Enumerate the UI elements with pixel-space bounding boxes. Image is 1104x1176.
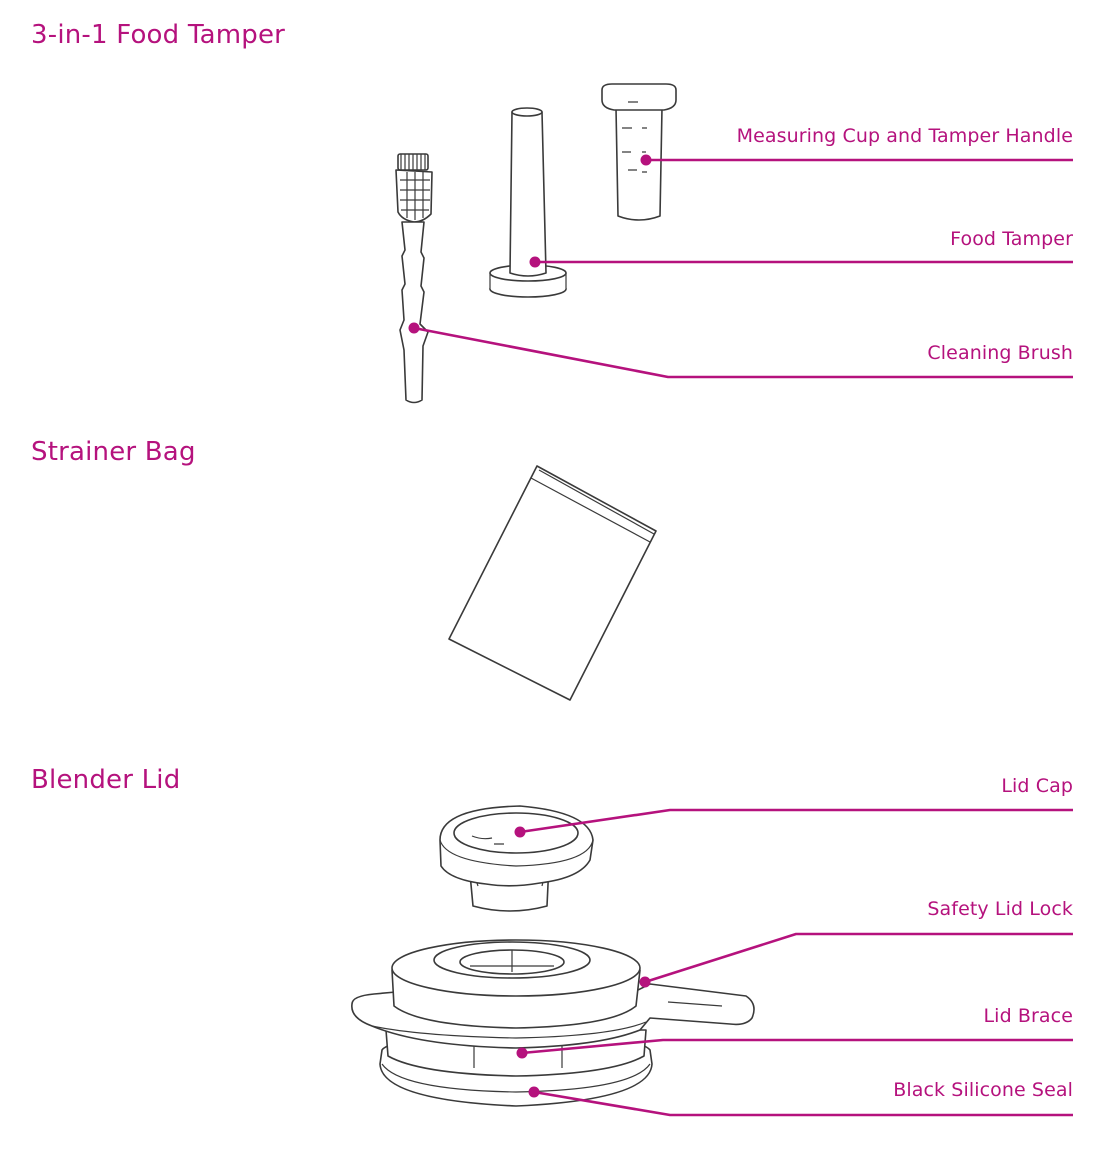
dot-food-tamper bbox=[529, 256, 541, 268]
label-lid-brace: Lid Brace bbox=[983, 1005, 1073, 1027]
label-silicone-seal: Black Silicone Seal bbox=[893, 1079, 1073, 1101]
section-title-blender-lid: Blender Lid bbox=[31, 765, 181, 795]
cleaning-brush-illustration bbox=[395, 153, 433, 404]
measuring-cup-illustration bbox=[601, 83, 677, 221]
food-tamper-illustration bbox=[489, 107, 567, 298]
section-title-food-tamper: 3-in-1 Food Tamper bbox=[31, 20, 286, 50]
leader-lid-brace bbox=[521, 1038, 1073, 1055]
leader-lid-cap bbox=[519, 808, 1073, 834]
leader-cleaning-brush bbox=[413, 326, 1073, 379]
label-measuring-cup: Measuring Cup and Tamper Handle bbox=[736, 125, 1073, 147]
dot-lid-cap bbox=[514, 826, 526, 838]
dot-measuring-cup bbox=[640, 154, 652, 166]
label-food-tamper: Food Tamper bbox=[950, 228, 1073, 250]
section-title-strainer-bag: Strainer Bag bbox=[31, 437, 196, 467]
lid-cap-illustration bbox=[439, 805, 594, 912]
dot-safety-lid-lock bbox=[639, 976, 651, 988]
blender-lid-illustration bbox=[351, 939, 755, 1107]
dot-silicone-seal bbox=[528, 1086, 540, 1098]
leader-lines bbox=[408, 154, 1073, 1117]
leader-silicone-seal bbox=[533, 1090, 1073, 1117]
label-safety-lid-lock: Safety Lid Lock bbox=[927, 898, 1073, 920]
label-lid-cap: Lid Cap bbox=[1001, 775, 1073, 797]
leader-safety-lid-lock bbox=[644, 932, 1073, 984]
strainer-bag-illustration bbox=[448, 465, 657, 701]
dot-cleaning-brush bbox=[408, 322, 420, 334]
label-cleaning-brush: Cleaning Brush bbox=[927, 342, 1073, 364]
dot-lid-brace bbox=[516, 1047, 528, 1059]
